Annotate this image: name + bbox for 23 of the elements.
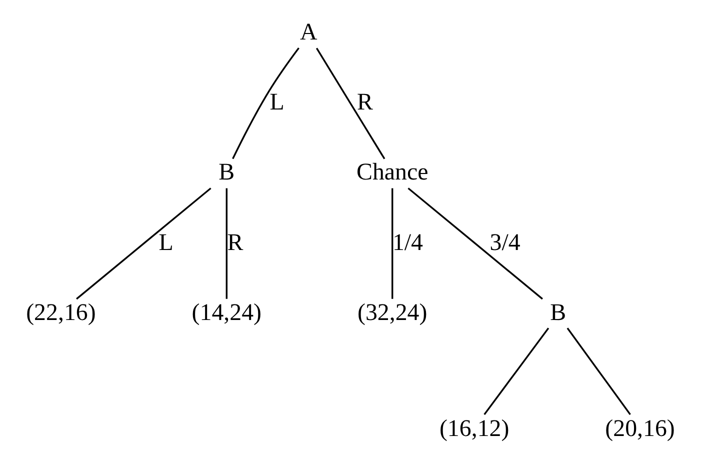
- connector: [76, 187, 212, 300]
- edge-label: L: [270, 89, 284, 116]
- connector: [316, 47, 386, 159]
- node-text: (32,24): [357, 299, 428, 326]
- edge-label: R: [227, 229, 244, 256]
- node-text: B: [550, 299, 566, 326]
- node-text: (16,12): [439, 415, 510, 442]
- connector: [566, 327, 631, 414]
- connector: [226, 188, 228, 298]
- connector: [232, 46, 300, 159]
- node-text: (20,16): [605, 415, 675, 442]
- node-text: (14,24): [192, 299, 262, 326]
- edge-label: 3/4: [490, 229, 520, 256]
- edge-label: L: [158, 229, 174, 256]
- node-text: Chance: [356, 159, 428, 186]
- node-text: (22,16): [26, 299, 96, 326]
- connector: [408, 187, 543, 300]
- connector: [484, 327, 550, 414]
- node-text: B: [218, 159, 235, 186]
- edge-label: 1/4: [392, 229, 424, 256]
- node-text: A: [300, 19, 318, 46]
- connector: [392, 188, 394, 298]
- edge-label: R: [357, 89, 373, 116]
